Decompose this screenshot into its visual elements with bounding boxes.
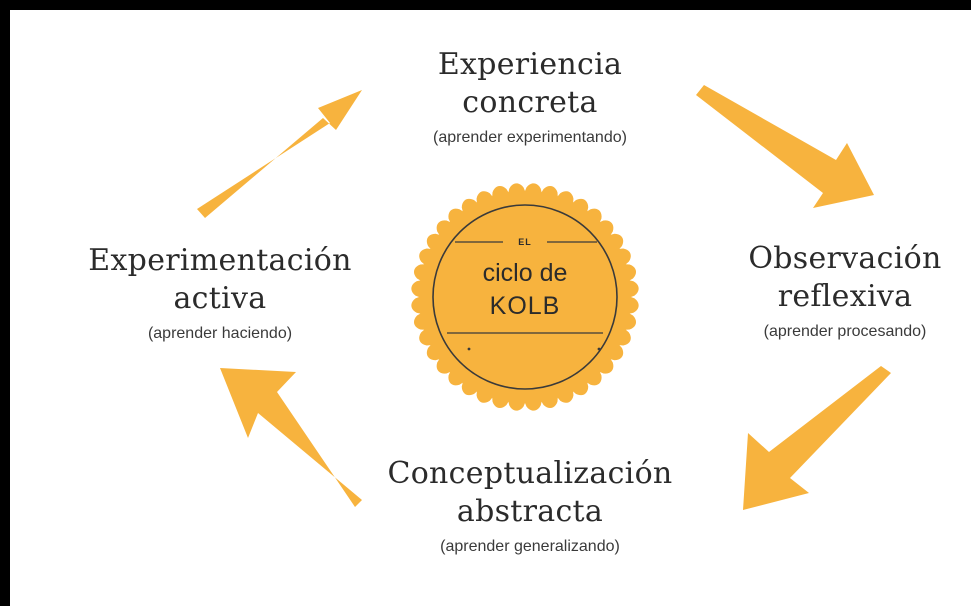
- stage-title-line1: Experiencia: [437, 47, 623, 82]
- stage-observacion-reflexiva: Observación reflexiva (aprender procesan…: [715, 240, 971, 342]
- stage-experiencia-concreta: Experiencia concreta (aprender experimen…: [380, 46, 680, 148]
- badge-title-line1: ciclo de: [482, 259, 568, 287]
- stage-subtitle: (aprender experimentando): [433, 129, 627, 146]
- stage-title-line2: reflexiva: [777, 279, 913, 314]
- center-badge: [411, 183, 639, 411]
- arrow-to-right-icon: [696, 85, 874, 208]
- stage-title-line1: Experimentación: [88, 243, 352, 278]
- stage-subtitle: (aprender generalizando): [440, 538, 620, 555]
- badge-small-label: EL: [518, 237, 532, 247]
- badge-title-line2: KOLB: [489, 292, 561, 320]
- arrow-to-top-icon: [197, 90, 362, 218]
- stage-title-line1: Conceptualización: [387, 456, 673, 491]
- badge-inner-ring: [432, 204, 618, 390]
- stage-conceptualizacion-abstracta: Conceptualización abstracta (aprender ge…: [350, 455, 710, 557]
- stage-subtitle: (aprender procesando): [763, 323, 927, 340]
- arrow-to-bottom-icon: [743, 366, 891, 510]
- arrow-to-left-icon: [220, 368, 362, 507]
- badge-dot-right: [597, 347, 601, 351]
- stage-title-line2: concreta: [462, 85, 598, 120]
- stage-subtitle: (aprender haciendo): [147, 325, 293, 342]
- badge-scalloped-seal: [411, 183, 639, 411]
- stage-title-line2: abstracta: [456, 494, 604, 529]
- stage-experimentacion-activa: Experimentación activa (aprender haciend…: [60, 242, 380, 344]
- cycle-arrows: [197, 85, 891, 510]
- stage-title-line1: Observación: [748, 241, 942, 276]
- badge-dot-left: [467, 347, 471, 351]
- stage-title-line2: activa: [173, 281, 267, 316]
